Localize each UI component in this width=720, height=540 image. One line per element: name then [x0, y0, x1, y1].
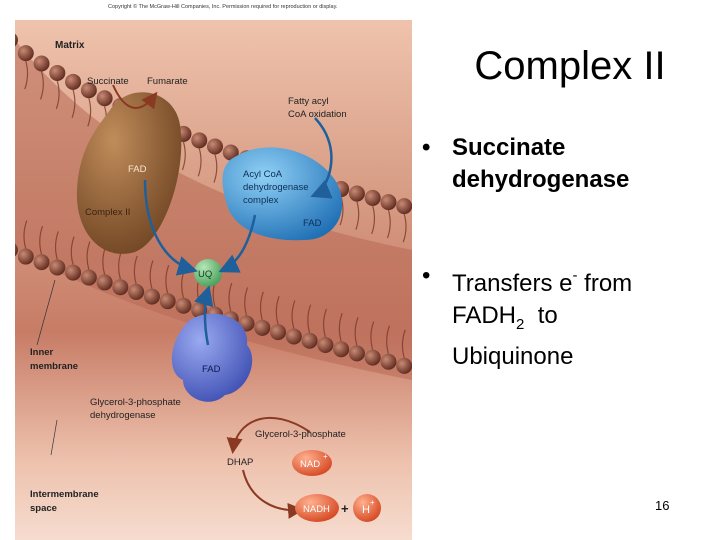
membrane-illustration: Matrix Succinate Fumarate Fatty acyl CoA… — [15, 0, 412, 540]
lipid-head — [396, 358, 412, 374]
bullet-list: • Succinate dehydrogenase • Transfers e-… — [420, 132, 710, 373]
lipid-head — [317, 337, 333, 353]
bullet-glyph: • — [422, 132, 430, 164]
lipid-head — [175, 298, 191, 314]
g3p-label: Glycerol-3-phosphate — [255, 429, 346, 440]
lipid-head — [49, 65, 65, 81]
bullet-succinate-dehydrogenase: • Succinate dehydrogenase — [420, 132, 710, 196]
bullet-2-to: to — [524, 302, 557, 329]
g3p-dehydrogenase-label-2: dehydrogenase — [90, 410, 156, 421]
bullet-transfers-electrons: • Transfers e- from FADH2 to Ubiquinone — [420, 260, 710, 373]
lipid-head — [270, 324, 286, 340]
lipid-head — [365, 350, 381, 366]
lipid-head — [160, 293, 176, 309]
lipid-head — [207, 139, 223, 155]
page-number: 16 — [655, 498, 669, 513]
fumarate-label: Fumarate — [147, 76, 188, 87]
lipid-head — [65, 265, 81, 281]
bullet-1-line-1: Succinate — [452, 134, 565, 161]
lipid-head — [97, 274, 113, 290]
nad-sup-label: + — [323, 452, 328, 461]
lipid-head — [34, 254, 50, 270]
acyl-coa-label: Acyl CoA — [243, 169, 283, 180]
lipid-head — [18, 45, 34, 61]
bullet-2-pre: Transfers e — [452, 270, 572, 297]
complex-ii-fad-label: FAD — [128, 164, 147, 175]
matrix-label: Matrix — [55, 40, 85, 51]
lipid-head — [112, 279, 128, 295]
nadh-label: NADH — [303, 504, 330, 515]
slide-title: Complex II — [420, 44, 720, 89]
lipid-head — [144, 289, 160, 305]
lipid-head — [380, 194, 396, 210]
lipid-head — [65, 74, 81, 90]
intermembrane-label-2: space — [30, 503, 57, 514]
h-sup-label: + — [370, 498, 375, 507]
lipid-head — [81, 270, 97, 286]
g3p-dehydrogenase-label-1: Glycerol-3-phosphate — [90, 397, 181, 408]
bullet-1-line-2: dehydrogenase — [452, 166, 629, 193]
lipid-head — [349, 345, 365, 361]
lipid-head — [333, 341, 349, 357]
lipid-head — [365, 190, 381, 206]
inner-membrane-label-2: membrane — [30, 361, 78, 372]
fatty-acyl-label: Fatty acyl — [288, 96, 329, 107]
bullet-glyph: • — [422, 260, 430, 292]
acyl-complex-label: complex — [243, 195, 279, 206]
lipid-head — [349, 186, 365, 202]
lipid-head — [18, 249, 34, 265]
lipid-head — [396, 198, 412, 214]
bullet-2-line-3: Ubiquinone — [452, 343, 573, 370]
fatty-acyl-oxidation-label: CoA oxidation — [288, 109, 347, 120]
complex-ii-label: Complex II — [85, 207, 130, 218]
lipid-head — [254, 320, 270, 336]
plus-label: + — [341, 501, 349, 516]
bullet-2-fadh: FADH — [452, 302, 516, 329]
lipid-head — [191, 132, 207, 148]
h-label: H — [362, 504, 370, 516]
bullet-2-post: from — [577, 270, 632, 297]
dhap-label: DHAP — [227, 457, 253, 468]
nad-label: NAD — [300, 459, 320, 470]
acyl-dehydrogenase-label: dehydrogenase — [243, 182, 309, 193]
copyright-notice: Copyright © The McGraw-Hill Companies, I… — [108, 4, 337, 10]
lipid-head — [34, 55, 50, 71]
lipid-head — [97, 90, 113, 106]
lipid-head — [286, 328, 302, 344]
lipid-head — [49, 259, 65, 275]
lipid-head — [128, 284, 144, 300]
succinate-label: Succinate — [87, 76, 129, 87]
g3p-fad-label: FAD — [202, 364, 221, 375]
electron-transport-figure: Matrix Succinate Fumarate Fatty acyl CoA… — [15, 0, 412, 540]
lipid-head — [380, 354, 396, 370]
lipid-head — [302, 333, 318, 349]
uq-label: UQ — [198, 269, 212, 280]
intermembrane-label-1: Intermembrane — [30, 489, 99, 500]
acyl-fad-label: FAD — [303, 218, 322, 229]
inner-membrane-label-1: Inner — [30, 347, 54, 358]
